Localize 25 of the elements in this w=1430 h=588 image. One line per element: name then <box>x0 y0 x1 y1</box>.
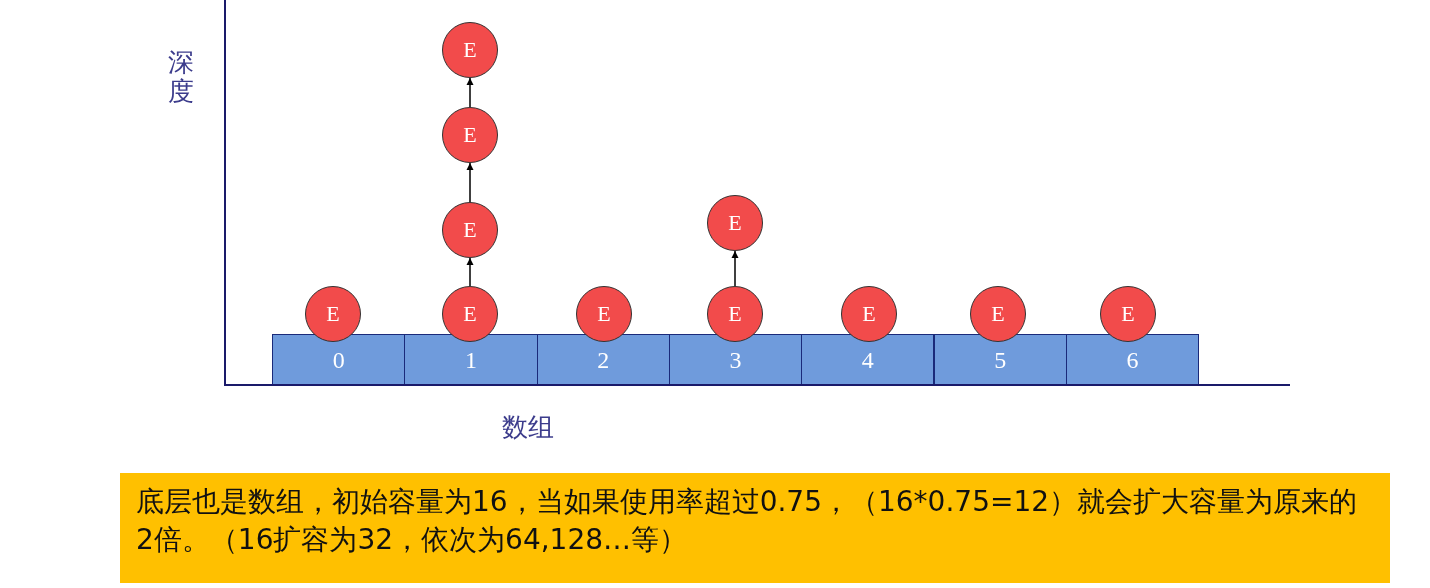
entry-circle: E <box>841 286 897 342</box>
entry-circle: E <box>1100 286 1156 342</box>
entry-circle: E <box>442 107 498 163</box>
entry-circle: E <box>970 286 1026 342</box>
array-cell: 2 <box>536 334 670 386</box>
axis-label: 数组 <box>502 411 554 444</box>
entry-circle: E <box>442 286 498 342</box>
arrow <box>466 257 474 287</box>
arrow <box>466 162 474 203</box>
array-cell: 6 <box>1065 334 1200 386</box>
entry-circle: E <box>707 195 763 251</box>
array-cell: 5 <box>933 334 1067 386</box>
entry-circle: E <box>305 286 361 342</box>
array-cell: 1 <box>404 334 538 386</box>
axis-label: 深度 <box>168 48 194 106</box>
array-cell: 3 <box>668 334 803 386</box>
entry-circle: E <box>576 286 632 342</box>
entry-circle: E <box>707 286 763 342</box>
arrow <box>731 250 739 287</box>
array-cell: 4 <box>801 334 935 386</box>
array-cell: 0 <box>272 334 406 386</box>
arrow <box>466 77 474 108</box>
entry-circle: E <box>442 202 498 258</box>
note-box: 底层也是数组，初始容量为16，当如果使用率超过0.75，（16*0.75=12）就会扩大容量为原来的2倍。（16扩容为32，依次为64,128…等） <box>120 473 1390 583</box>
entry-circle: E <box>442 22 498 78</box>
